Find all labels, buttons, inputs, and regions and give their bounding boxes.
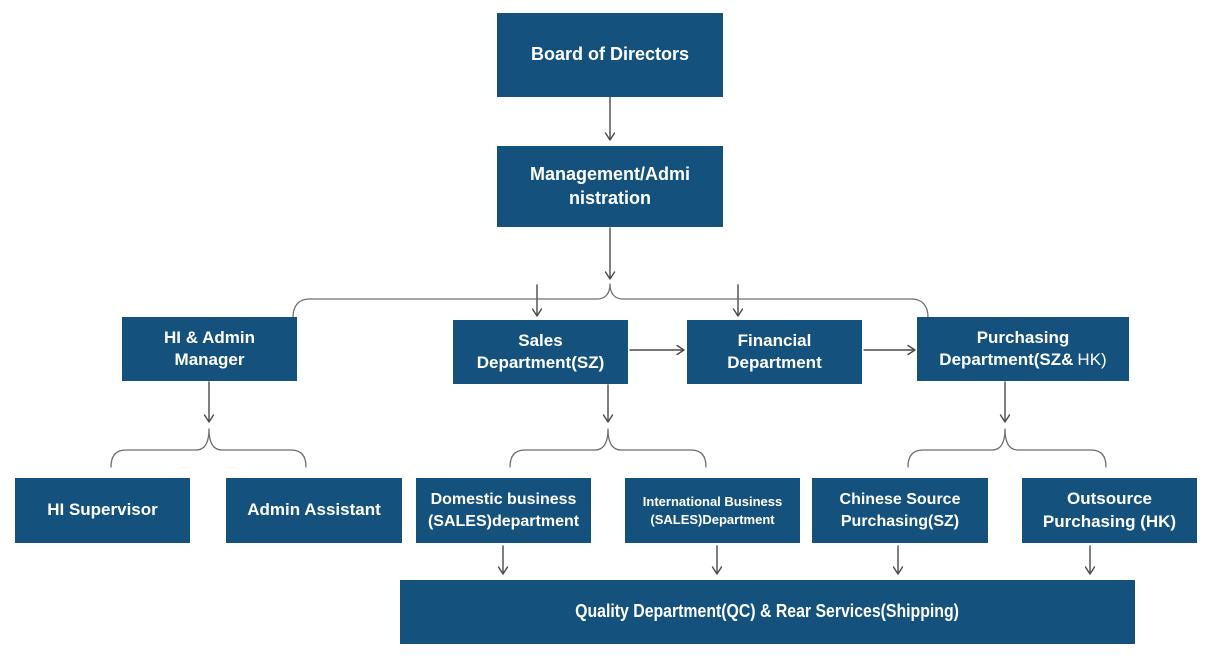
arrowhead-branch-to-financial xyxy=(732,308,744,317)
arrowhead-management-to-branch xyxy=(604,271,616,280)
node-financial-department: Financial Department xyxy=(687,320,862,384)
brace-purchasing-children xyxy=(907,428,1107,468)
node-sales-department-label: Sales Department(SZ) xyxy=(476,330,605,372)
node-domestic-business: Domestic business (SALES)department xyxy=(416,478,591,543)
brace-management-children xyxy=(292,283,929,318)
arrowhead-chinese-to-quality xyxy=(892,566,904,575)
arrowhead-board-to-management xyxy=(604,132,616,141)
node-chinese-source-purchasing: Chinese Source Purchasing(SZ) xyxy=(812,478,988,543)
node-domestic-business-label: Domestic business (SALES)department xyxy=(427,491,580,530)
arrowhead-outsource-to-quality xyxy=(1084,566,1096,575)
arrowhead-sales-to-lower-branch xyxy=(602,414,614,423)
arrowhead-hi-manager-to-branch xyxy=(203,414,215,423)
purchasing-line2: Department(SZ& xyxy=(939,350,1074,369)
node-chinese-source-purchasing-label: Chinese Source Purchasing(SZ) xyxy=(839,491,961,530)
node-international-business-label: International Business (SALES)Department xyxy=(642,494,783,527)
node-hi-admin-manager-label: HI & Admin Manager xyxy=(164,327,255,369)
node-hi-admin-manager: HI & Admin Manager xyxy=(122,317,297,381)
arrowhead-domestic-to-quality xyxy=(497,566,509,575)
arrowhead-purchasing-to-branch xyxy=(999,414,1011,423)
node-hi-supervisor-label: HI Supervisor xyxy=(47,500,158,520)
arrowhead-financial-to-purchasing xyxy=(907,344,916,356)
arrowhead-international-to-quality xyxy=(711,566,723,575)
node-management-administration: Management/Admi nistration xyxy=(497,146,723,227)
node-financial-department-label: Financial Department xyxy=(727,330,822,372)
node-international-business: International Business (SALES)Department xyxy=(625,478,800,543)
purchasing-line2-suffix: HK) xyxy=(1077,350,1107,369)
node-admin-assistant: Admin Assistant xyxy=(226,478,402,543)
node-management-administration-label: Management/Admi nistration xyxy=(529,163,691,208)
brace-sales-children xyxy=(509,428,707,468)
node-board-of-directors-label: Board of Directors xyxy=(530,44,690,65)
arrowhead-sales-to-financial xyxy=(676,344,685,356)
brace-hi-manager-children xyxy=(110,428,307,468)
purchasing-line1: Purchasing xyxy=(976,327,1070,347)
node-sales-department: Sales Department(SZ) xyxy=(453,320,628,384)
node-hi-supervisor: HI Supervisor xyxy=(15,478,190,543)
node-quality-rear-services-label: Quality Department(QC) & Rear Services(S… xyxy=(575,601,960,622)
arrowhead-branch-to-sales xyxy=(531,308,543,317)
node-quality-rear-services: Quality Department(QC) & Rear Services(S… xyxy=(400,580,1135,644)
node-outsource-purchasing: Outsource Purchasing (HK) xyxy=(1022,478,1197,543)
node-outsource-purchasing-label: Outsource Purchasing (HK) xyxy=(1042,489,1177,531)
node-admin-assistant-label: Admin Assistant xyxy=(247,500,381,520)
node-board-of-directors: Board of Directors xyxy=(497,13,723,97)
